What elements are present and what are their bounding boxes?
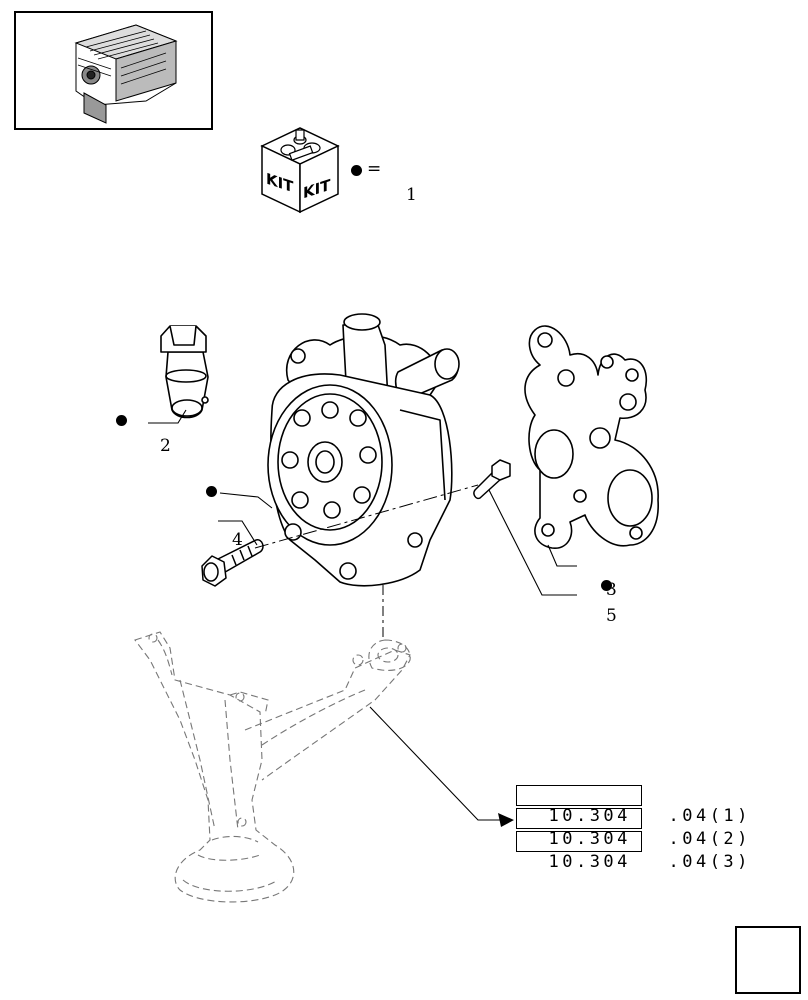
gasket-part: [524, 325, 659, 549]
marker-dot-2: [116, 415, 127, 426]
engine-thumbnail: [14, 11, 213, 130]
reference-box-1[interactable]: [516, 785, 642, 806]
reference-main-3: 10.304: [548, 852, 631, 872]
bolt-right: [473, 459, 511, 500]
reference-arrowhead: [498, 813, 514, 827]
leader-lines: [148, 409, 577, 821]
pump-body: [267, 313, 460, 587]
engine-thumbnail-icon: [74, 24, 178, 124]
reference-row-3[interactable]: 10.304 .04(3): [516, 832, 751, 872]
reference-suffix-1: .04(1): [668, 806, 751, 826]
callout-3: 3: [606, 580, 617, 600]
plug-part: [160, 325, 209, 419]
bolt-left: [201, 539, 264, 587]
reference-row-1[interactable]: 10.304 .04(1): [516, 786, 751, 826]
reference-box-3[interactable]: [516, 831, 642, 852]
kit-marker-dot: [351, 165, 362, 176]
kit-equals: =: [367, 159, 382, 179]
marker-dot-3: [601, 580, 612, 591]
kit-number: 1: [406, 185, 417, 205]
reference-suffix-2: .04(2): [668, 829, 751, 849]
reference-suffix-3: .04(3): [668, 852, 751, 872]
reference-box-2[interactable]: [516, 808, 642, 829]
kit-box-icon: KIT KIT: [260, 127, 340, 214]
reference-row-2[interactable]: 10.304 .04(2): [516, 809, 751, 849]
bracket-phantom: [134, 631, 411, 903]
reference-main-1: 10.304: [548, 806, 631, 826]
assembly-centerline: [254, 484, 479, 549]
callout-4: 4: [232, 530, 243, 550]
next-page-button[interactable]: [735, 926, 801, 994]
marker-dot-pump: [206, 486, 217, 497]
callout-5: 5: [606, 606, 617, 626]
reference-main-2: 10.304: [548, 829, 631, 849]
callout-2: 2: [160, 436, 171, 456]
